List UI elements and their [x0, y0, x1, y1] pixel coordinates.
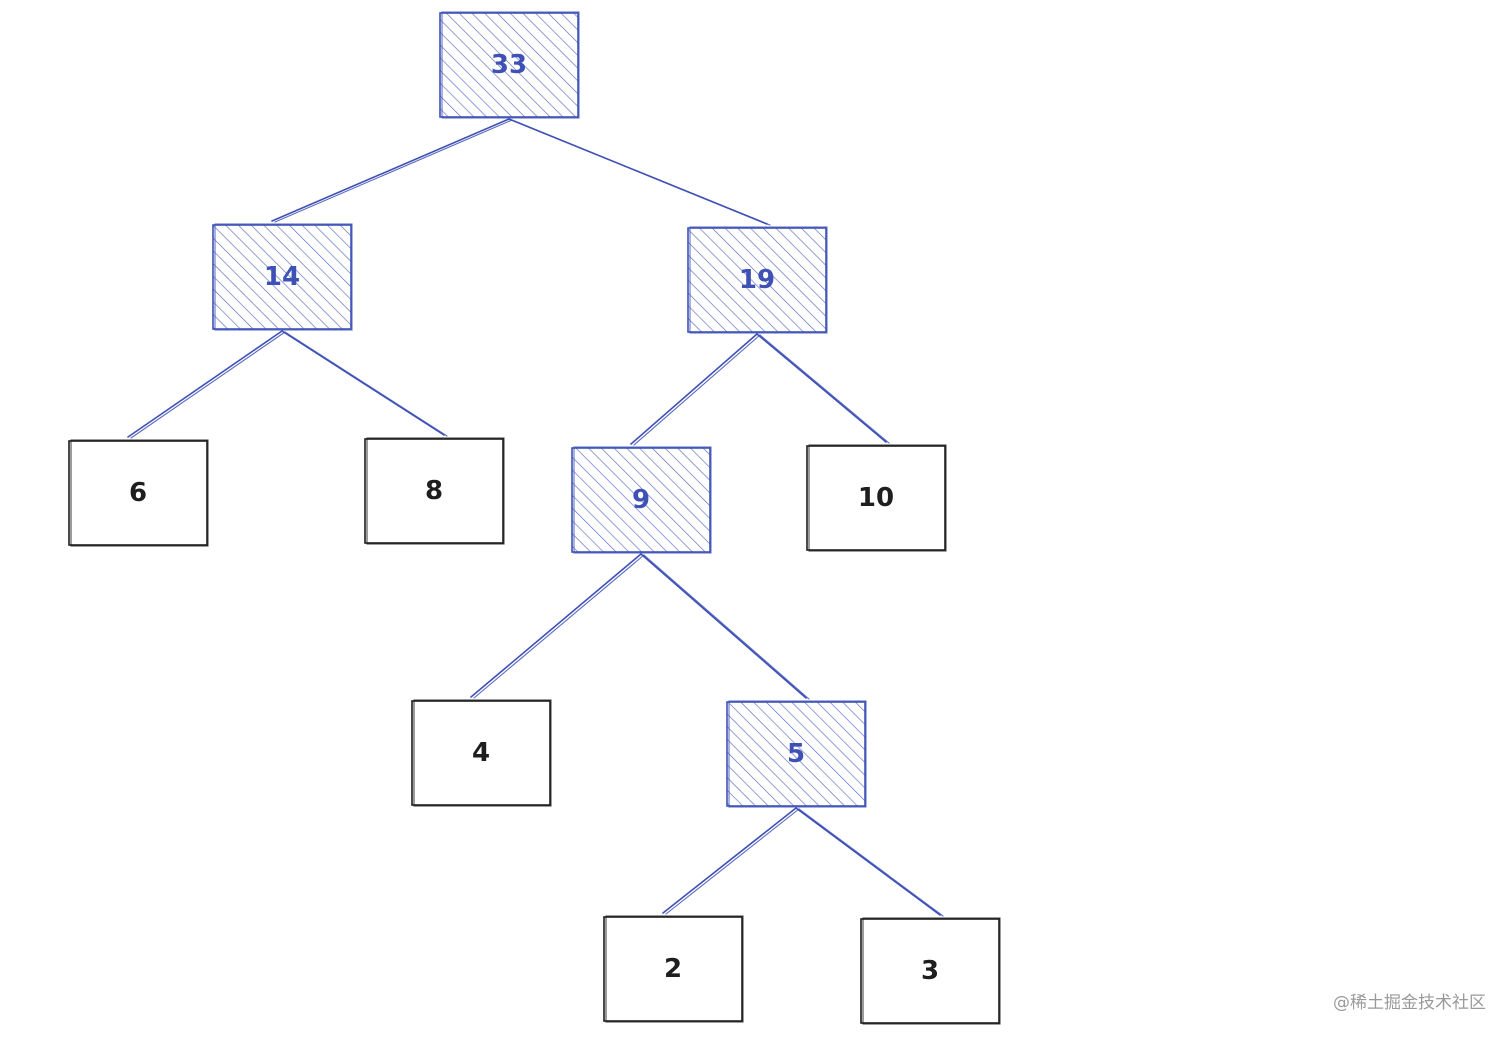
node-label: 33	[491, 50, 527, 80]
node-border	[603, 916, 743, 1022]
edge-n19-n10	[756, 333, 890, 444]
node-border-sketch	[70, 439, 209, 547]
node-label: 14	[264, 262, 300, 292]
node-border	[212, 224, 352, 330]
watermark: @稀土掘金技术社区	[1333, 993, 1486, 1013]
node-border	[411, 700, 551, 806]
node-border-sketch	[413, 699, 552, 807]
leaf-node-10: 10	[806, 444, 947, 552]
edge-n9-n4	[470, 553, 645, 699]
node-label: 9	[632, 485, 650, 515]
node-label: 2	[664, 954, 682, 984]
node-border-sketch	[441, 11, 580, 119]
node-hatch-fill	[440, 13, 578, 117]
node-border-sketch	[214, 223, 353, 331]
node-label: 3	[921, 956, 939, 986]
edge-n19-n9	[630, 333, 761, 446]
node-border	[726, 701, 866, 807]
node-label: 5	[787, 739, 805, 769]
node-hatch-fill	[688, 228, 826, 332]
edge-n33-n19	[508, 118, 771, 226]
edge-n33-n14	[271, 118, 513, 223]
node-label: 8	[425, 476, 443, 506]
node-border-sketch	[808, 444, 947, 552]
edge-n9-n5	[640, 553, 810, 700]
internal-node-14: 14	[212, 223, 353, 331]
node-border-sketch	[689, 226, 828, 334]
edges-layer	[127, 118, 944, 917]
node-label: 6	[129, 478, 147, 508]
node-border	[68, 440, 208, 546]
node-border-sketch	[605, 915, 744, 1023]
node-border	[571, 447, 711, 553]
leaf-node-8: 8	[364, 437, 505, 545]
node-hatch-fill	[213, 225, 351, 329]
internal-node-33: 33	[439, 11, 580, 119]
node-hatch-fill	[572, 448, 710, 552]
node-label: 10	[858, 483, 894, 513]
node-hatch-fill	[727, 702, 865, 806]
node-label: 4	[472, 738, 490, 768]
edge-n5-n3	[795, 807, 944, 917]
nodes-layer: 33 14 19 6 8 9 10 4 5 2 3	[68, 11, 1001, 1025]
node-border	[364, 438, 504, 544]
node-border-sketch	[728, 700, 867, 808]
node-border	[687, 227, 827, 333]
node-border-sketch	[862, 917, 1001, 1025]
internal-node-9: 9	[571, 446, 712, 554]
node-border-sketch	[573, 446, 712, 554]
leaf-node-4: 4	[411, 699, 552, 807]
leaf-node-6: 6	[68, 439, 209, 547]
node-label: 19	[739, 265, 775, 295]
internal-node-19: 19	[687, 226, 828, 334]
edge-n14-n8	[281, 330, 448, 437]
node-border-sketch	[366, 437, 505, 545]
leaf-node-2: 2	[603, 915, 744, 1023]
node-border	[860, 918, 1000, 1024]
internal-node-5: 5	[726, 700, 867, 808]
edge-n5-n2	[662, 807, 800, 915]
node-border	[806, 445, 946, 551]
edge-n14-n6	[127, 330, 286, 439]
node-border	[439, 12, 579, 118]
leaf-node-3: 3	[860, 917, 1001, 1025]
